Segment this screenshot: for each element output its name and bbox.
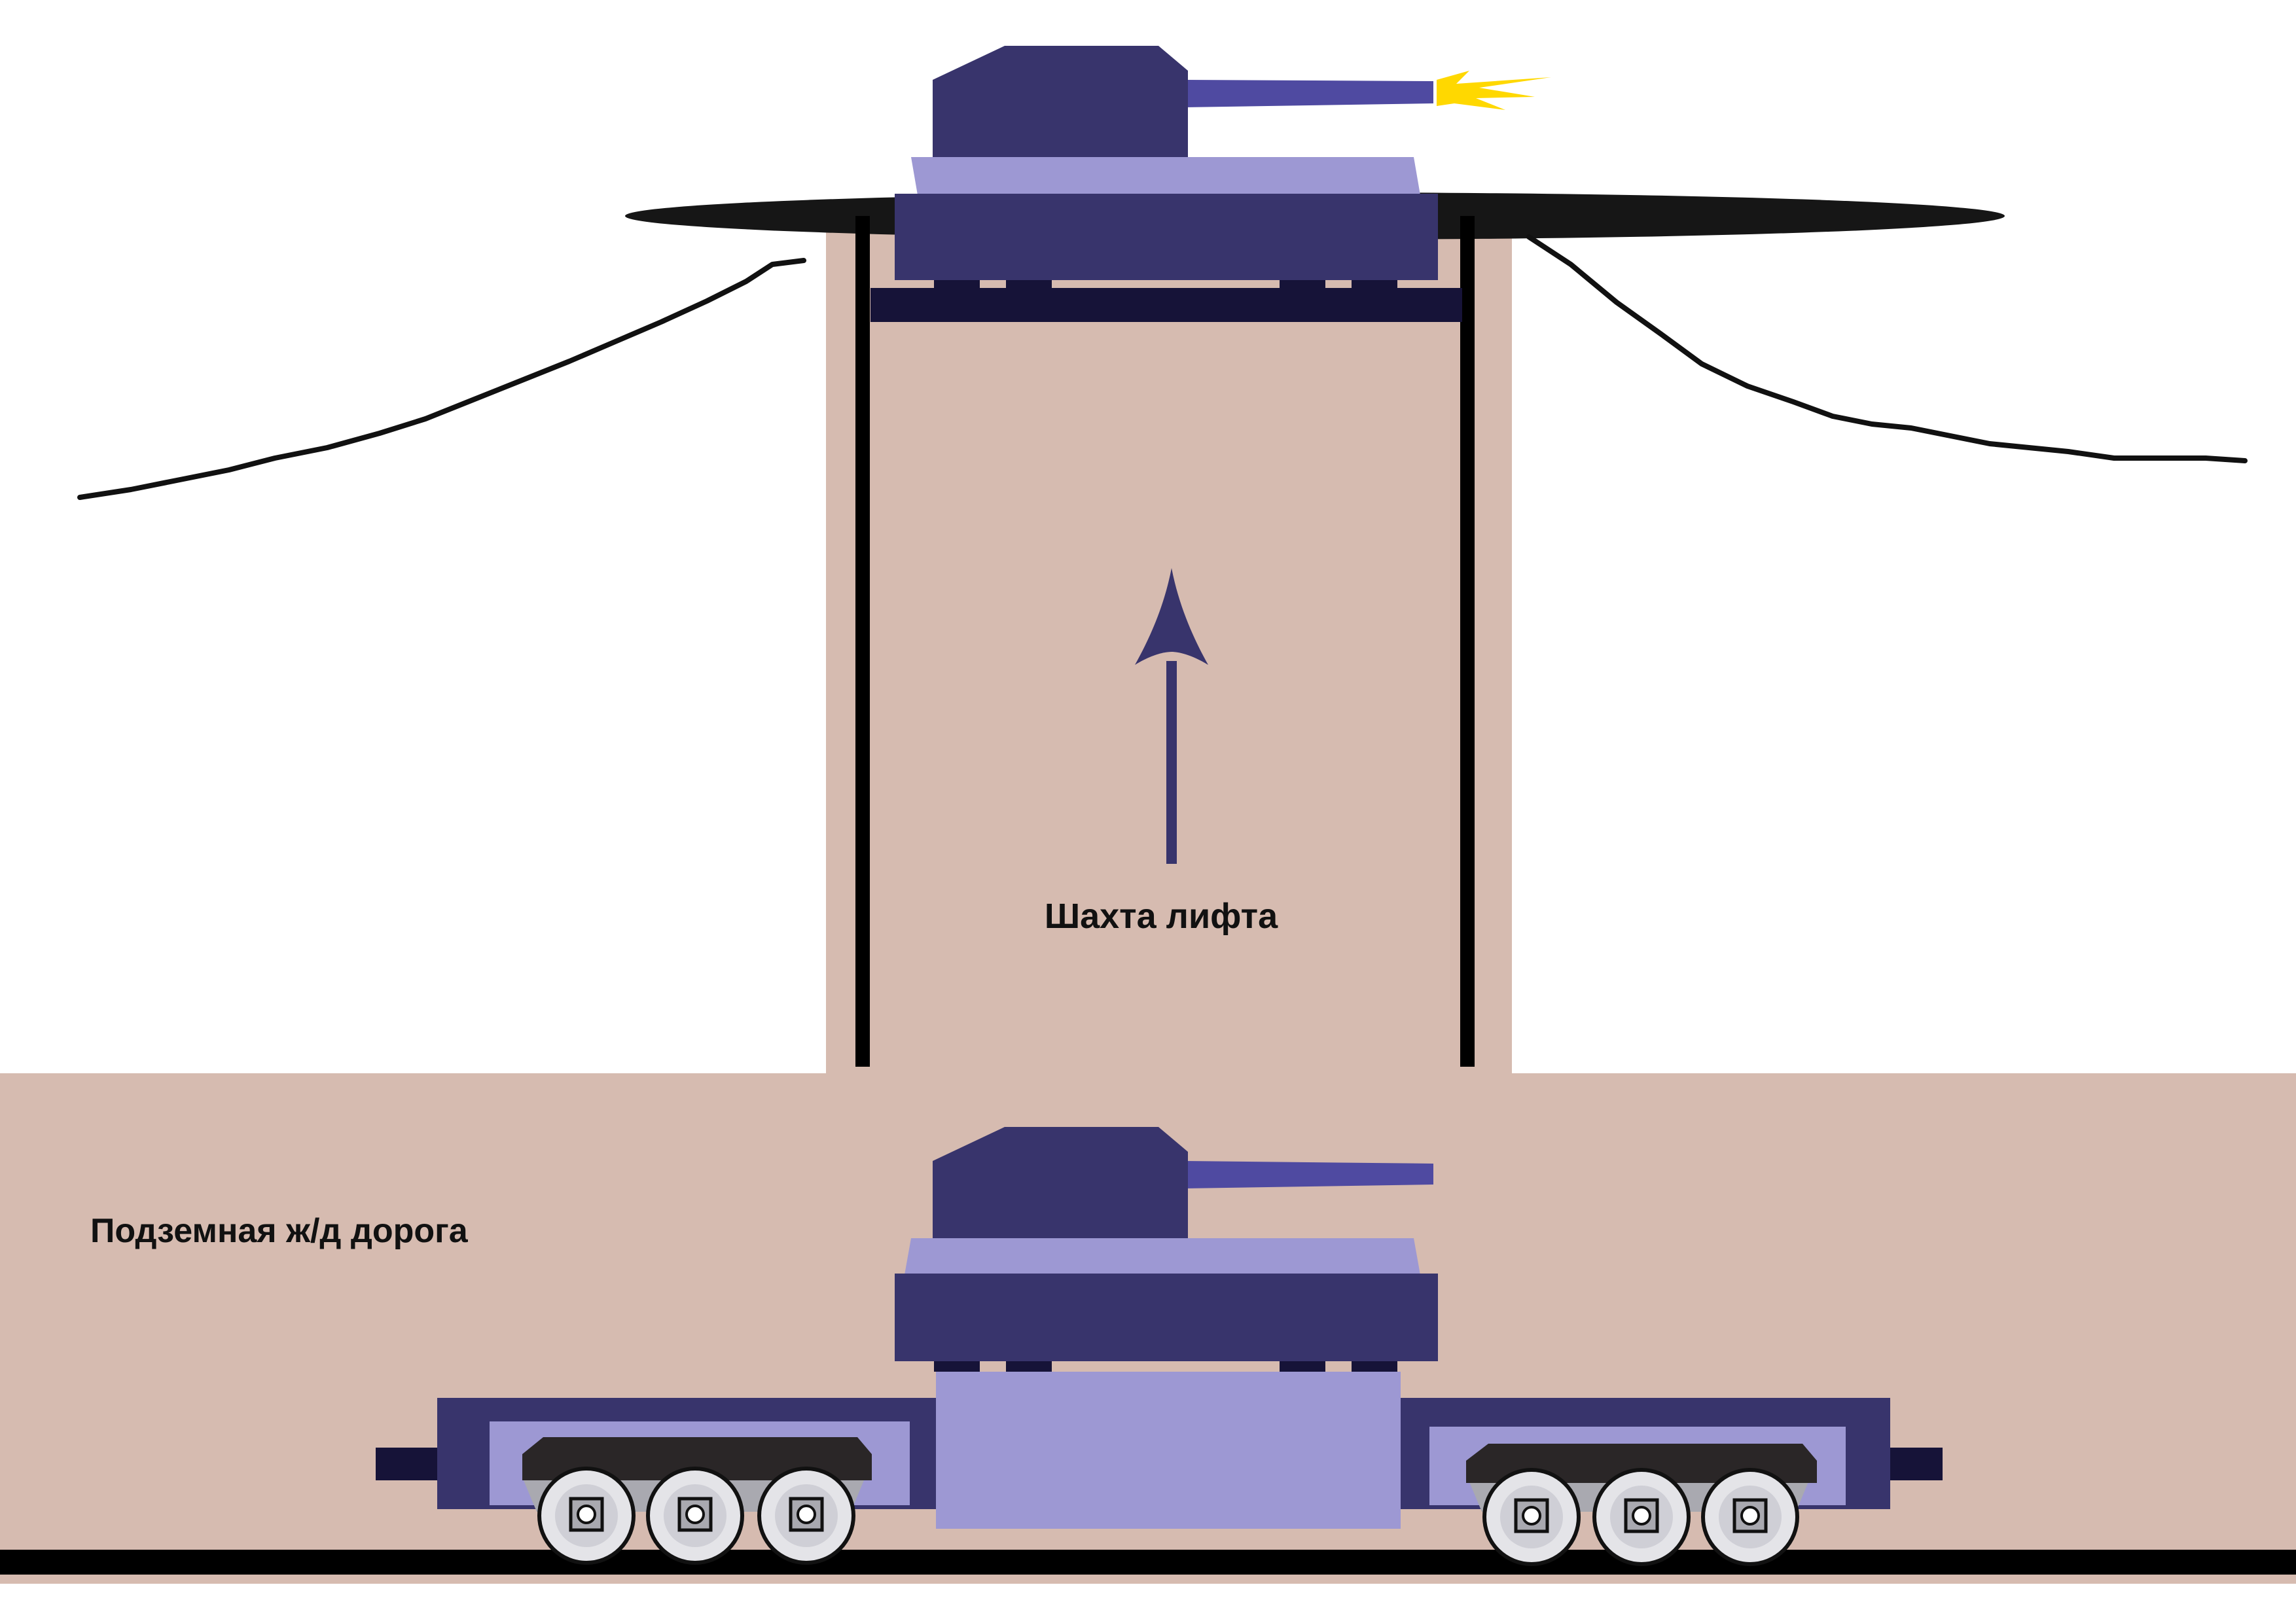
railcar-tank-foot (1006, 1361, 1052, 1372)
surface-tank-hull-top (911, 157, 1420, 195)
wheel (1592, 1468, 1691, 1566)
railcar-tank-foot (1280, 1361, 1325, 1372)
wheel (646, 1467, 744, 1565)
up-arrow-icon (1135, 568, 1208, 864)
surface-tank-barrel (1185, 80, 1433, 107)
surface-tank (895, 46, 1551, 289)
arrow-shaft (1166, 661, 1177, 864)
railcar-tank-barrel (1185, 1161, 1433, 1188)
railcar-tank (895, 1127, 1438, 1372)
bogie-left (522, 1437, 872, 1565)
surface-tank-foot (1006, 280, 1052, 289)
rail-track (0, 1550, 2296, 1575)
railcar-tank-turret (933, 1127, 1188, 1247)
shaft-rail-left (855, 216, 870, 1067)
elevator-platform-block (936, 1372, 1401, 1529)
railcar-tank-hull-top (905, 1238, 1420, 1275)
arrow-head (1135, 568, 1208, 665)
terrain-line-right (1526, 234, 2248, 463)
surface-tank-foot (1280, 280, 1325, 289)
surface-tank-hull (895, 194, 1438, 280)
railcar-tank-hull (895, 1274, 1438, 1361)
bogie-right (1466, 1444, 1817, 1566)
railcar-tank-foot (1352, 1361, 1397, 1372)
coupler-left (376, 1448, 439, 1480)
bogie-top (522, 1437, 872, 1480)
wheel (537, 1467, 636, 1565)
elevator-shaft (625, 192, 2005, 1077)
surface-tank-turret (933, 46, 1188, 162)
railcar-tank-foot (934, 1361, 980, 1372)
terrain-line-left (77, 258, 806, 500)
muzzle-flash-icon (1437, 71, 1551, 110)
wheel (1482, 1468, 1581, 1566)
shaft-label: Шахта лифта (1045, 897, 1278, 936)
surface-tank-foot (934, 280, 980, 289)
railway-label: Подземная ж/д дорога (90, 1212, 469, 1250)
lift-platform-beam (870, 288, 1462, 322)
shaft-rail-right (1460, 216, 1475, 1067)
wheel (757, 1467, 855, 1565)
wheel (1701, 1468, 1799, 1566)
surface-tank-foot (1352, 280, 1397, 289)
